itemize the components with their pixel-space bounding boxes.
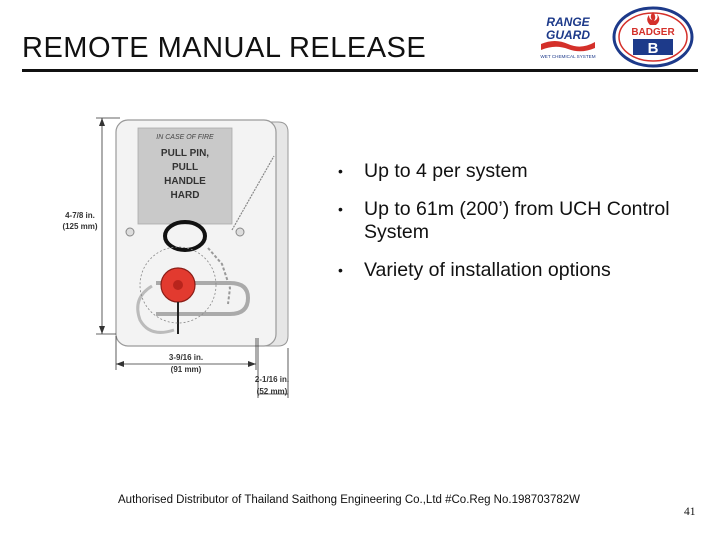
dim-width-mm: (91 mm) — [171, 365, 202, 374]
list-item: •Up to 4 per system — [338, 160, 528, 182]
footer-text: Authorised Distributor of Thailand Saith… — [118, 494, 580, 506]
page-number: 41 — [684, 506, 696, 518]
screw-icon — [125, 227, 135, 237]
flame-swoosh-icon — [541, 41, 595, 52]
feature-list: •Up to 4 per system •Up to 61m (200’) fr… — [338, 160, 678, 297]
pull-ring — [163, 220, 207, 252]
handle-loop — [136, 284, 175, 334]
bullet-text: Up to 4 per system — [364, 160, 528, 182]
badger-logo-letter: B — [648, 40, 659, 57]
range-guard-logo: RANGE GUARD WET CHEMICAL SYSTEM — [540, 15, 595, 59]
dim-width-in: 3-9/16 in. — [169, 353, 203, 362]
label-line-2: PULL — [172, 162, 198, 173]
wire — [231, 155, 275, 231]
bullet-text: Up to 61m (200’) from UCH Control System — [364, 198, 670, 243]
screw-icon — [235, 227, 245, 237]
label-line-3: HANDLE — [164, 176, 206, 187]
dim-depth-mm: (52 mm) — [257, 387, 288, 396]
title-underline — [22, 69, 698, 72]
dim-depth-in: 2-1/16 in. — [255, 375, 289, 384]
dim-height-in: 4-7/8 in. — [65, 211, 95, 220]
label-line-4: HARD — [171, 190, 200, 201]
instruction-label — [137, 127, 233, 225]
bullet-text: Variety of installation options — [364, 259, 611, 281]
remote-manual-release-diagram: IN CASE OF FIRE PULL PIN, PULL HANDLE HA… — [60, 117, 289, 398]
pull-handle — [156, 281, 251, 316]
slide-title: REMOTE MANUAL RELEASE — [22, 32, 427, 64]
range-guard-logo-line1: RANGE — [546, 15, 590, 29]
chain — [207, 247, 232, 305]
list-item: •Up to 61m (200’) from UCH Control Syste… — [338, 198, 670, 243]
dim-height-mm: (125 mm) — [62, 222, 97, 231]
label-line-1: PULL PIN, — [161, 148, 209, 159]
flame-icon — [647, 12, 660, 25]
badger-logo: BADGER B — [612, 6, 694, 68]
badger-logo-text: BADGER — [631, 27, 675, 38]
range-guard-logo-line2: GUARD — [546, 28, 590, 42]
list-item: •Variety of installation options — [338, 259, 611, 281]
label-header: IN CASE OF FIRE — [156, 134, 214, 141]
range-guard-logo-tagline: WET CHEMICAL SYSTEM — [540, 54, 595, 59]
